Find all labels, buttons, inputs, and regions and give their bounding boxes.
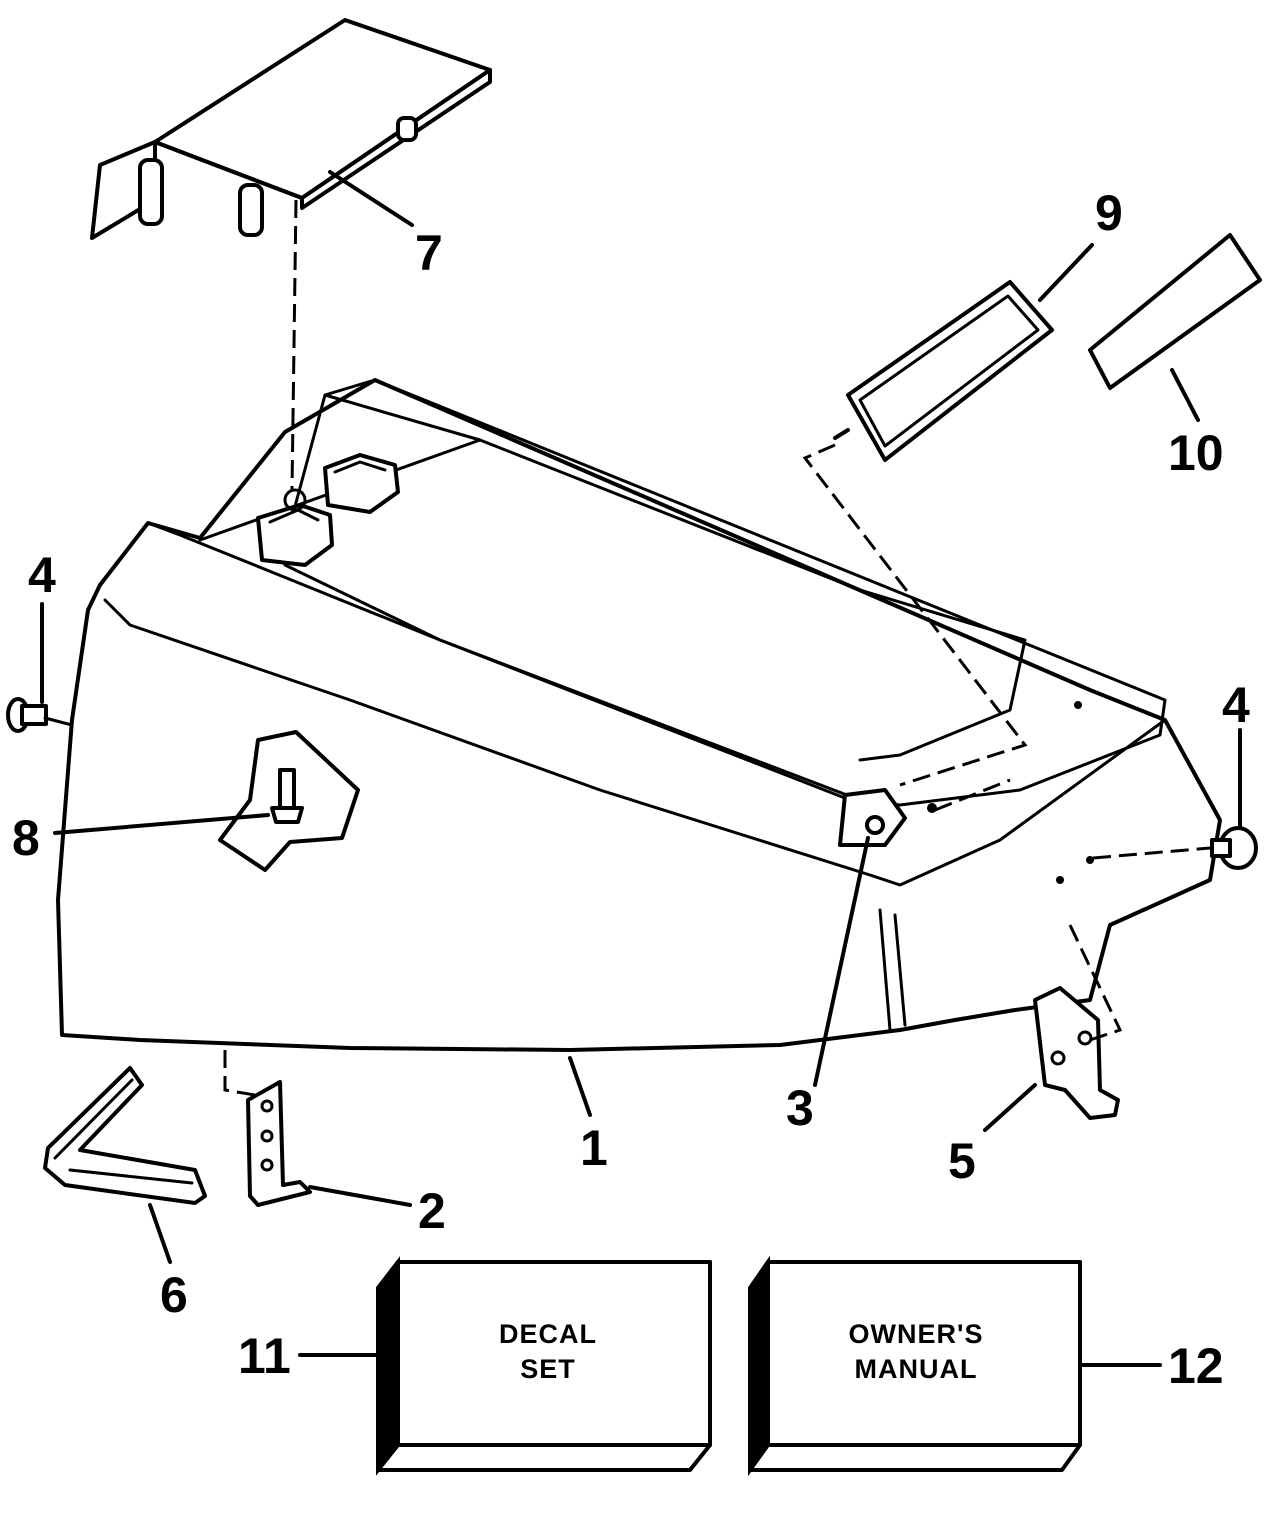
callout-2: 2 <box>418 1183 446 1239</box>
callouts: 7 9 10 4 4 8 3 1 2 5 6 11 12 <box>12 185 1250 1394</box>
callout-3: 3 <box>786 1080 814 1136</box>
leader-2 <box>308 1185 412 1207</box>
callout-7: 7 <box>415 225 443 281</box>
decal-line-2: SET <box>520 1354 576 1384</box>
callout-11: 11 <box>238 1328 291 1384</box>
leader-6 <box>148 1203 172 1264</box>
leader-lines <box>40 170 1242 1367</box>
screw <box>218 730 360 872</box>
callout-4-right: 4 <box>1222 677 1250 733</box>
leader-3 <box>813 836 870 1087</box>
owners-manual-box: OWNER'S MANUAL <box>748 1255 1082 1477</box>
callout-9: 9 <box>1095 185 1123 241</box>
window-seal <box>833 280 1054 462</box>
manual-line-2: MANUAL <box>855 1354 978 1384</box>
leader-7 <box>328 170 414 227</box>
cover <box>56 378 1222 1052</box>
plug-right <box>1210 826 1258 870</box>
leader-9 <box>1038 243 1094 302</box>
top-cap <box>90 18 492 240</box>
grommet-screw <box>838 788 907 847</box>
callout-4-left: 4 <box>28 547 56 603</box>
callout-10: 10 <box>1168 425 1224 481</box>
decal-line-1: DECAL <box>499 1319 597 1349</box>
callout-1: 1 <box>580 1120 608 1176</box>
insert <box>1088 233 1262 390</box>
rear-latch <box>1033 986 1120 1120</box>
callout-12: 12 <box>1168 1338 1224 1394</box>
latch-bracket <box>246 1080 312 1207</box>
leader-8 <box>53 813 270 835</box>
leader-10 <box>1170 368 1200 422</box>
callout-5: 5 <box>948 1133 976 1189</box>
manual-line-1: OWNER'S <box>849 1319 984 1349</box>
alignment-lines <box>43 199 1211 1097</box>
decal-set-box: DECAL SET <box>376 1256 712 1476</box>
leader-5 <box>983 1083 1037 1132</box>
callout-8: 8 <box>12 810 40 866</box>
leader-1 <box>568 1056 592 1117</box>
callout-6: 6 <box>160 1267 188 1323</box>
handle-seal <box>43 1066 207 1205</box>
plug-left <box>6 697 48 733</box>
